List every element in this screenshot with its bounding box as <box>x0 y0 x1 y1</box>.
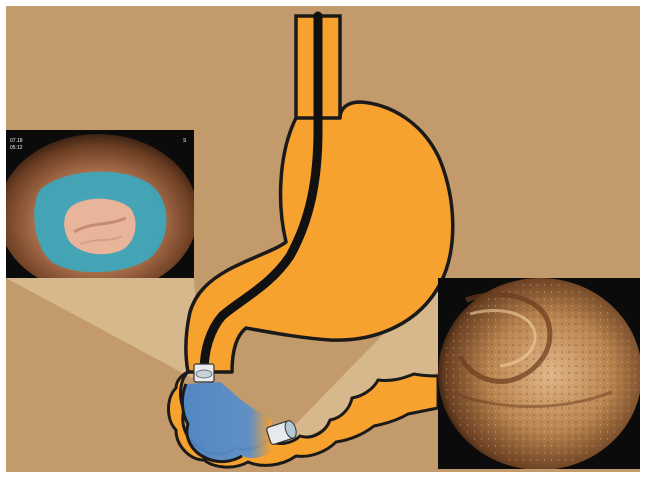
right-endoscopy-inset <box>438 278 642 470</box>
left-inset-overlay-1: 07.18 <box>10 138 23 144</box>
left-endoscopy-inset: 07.18 05:12 S <box>0 130 198 294</box>
left-inset-overlay-2: 05:12 <box>10 145 23 151</box>
endoscope-tip-cap <box>194 364 214 382</box>
